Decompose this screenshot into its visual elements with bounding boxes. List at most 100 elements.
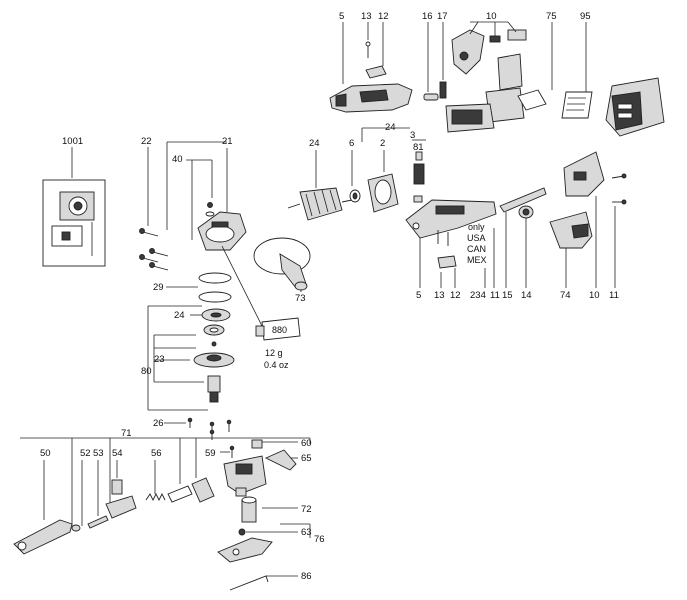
label-5-bot: 5 — [416, 290, 421, 301]
label-16: 16 — [422, 11, 433, 22]
label-73: 73 — [295, 293, 306, 304]
bushing-52 — [71, 524, 81, 532]
label-65: 65 — [301, 453, 312, 464]
label-24-mid: 24 — [385, 122, 396, 133]
guard-73 — [253, 237, 311, 291]
label-23: 23 — [154, 354, 165, 365]
stator-2 — [367, 173, 399, 213]
label-80: 80 — [141, 366, 152, 377]
label-74: 74 — [560, 290, 571, 301]
label-95: 95 — [580, 11, 591, 22]
label-59: 59 — [205, 448, 216, 459]
leader-10-top-c — [507, 21, 517, 33]
grease-oz: 0.4 oz — [264, 360, 289, 370]
label-26: 26 — [153, 418, 164, 429]
label-12-bot: 12 — [450, 290, 461, 301]
lock-lever-50 — [13, 519, 73, 555]
rings-29 — [198, 272, 232, 303]
screw-59 — [229, 445, 235, 458]
label-24-rotor: 24 — [309, 138, 320, 149]
label-86: 86 — [301, 571, 312, 582]
grease-weight: 12 g — [265, 348, 283, 358]
label-3: 3 — [410, 130, 415, 141]
spindle-lock-54 — [105, 479, 137, 519]
label-24-gear: 24 — [174, 310, 185, 321]
label-56: 56 — [151, 448, 162, 459]
label-21: 21 — [222, 136, 233, 147]
slider-71 — [191, 477, 215, 503]
label-54: 54 — [112, 448, 123, 459]
leader-10-top-a — [469, 21, 479, 35]
label-81: 81 — [413, 142, 424, 153]
screws-22 — [139, 228, 169, 271]
pin-71 — [167, 485, 193, 503]
cover-74 — [549, 211, 593, 249]
label-6: 6 — [349, 138, 354, 149]
label-11-right: 11 — [609, 290, 619, 301]
label-15: 15 — [502, 290, 513, 301]
washer-63 — [238, 528, 246, 536]
housing-half-top — [329, 83, 413, 113]
label-234: 234 — [470, 290, 486, 301]
label-53: 53 — [93, 448, 104, 459]
label-29: 29 — [153, 282, 164, 293]
switch-16 — [423, 93, 439, 101]
region-usa: USA — [467, 233, 486, 243]
region-only: only — [468, 222, 485, 232]
lock-housing-71 — [223, 455, 267, 497]
screws-11-right — [611, 173, 627, 205]
label-10-top: 10 — [486, 11, 497, 22]
gear-housing-21 — [197, 202, 247, 251]
label-75: 75 — [546, 11, 557, 22]
grease-box-number: 880 — [272, 325, 287, 335]
bearing-stack-23 — [193, 324, 235, 403]
lever-65 — [264, 449, 297, 471]
switch-assembly-10-top — [445, 29, 527, 133]
label-14: 14 — [521, 290, 532, 301]
label-1001: 1001 — [62, 136, 83, 147]
knob-14 — [518, 205, 534, 219]
label-72: 72 — [301, 504, 312, 515]
strip-15 — [499, 187, 547, 213]
manual-95 — [561, 91, 593, 119]
bearing-6 — [349, 189, 361, 203]
label-60: 60 — [301, 438, 312, 449]
label-22: 22 — [141, 136, 152, 147]
screws-26 — [187, 417, 232, 440]
label-71: 71 — [121, 428, 132, 439]
label-12-top: 12 — [378, 11, 389, 22]
label-11-mid: 11 — [490, 290, 500, 301]
label-40: 40 — [172, 154, 183, 165]
bevel-gear-24 — [201, 308, 231, 322]
screw-13-top — [365, 41, 371, 58]
region-mex: MEX — [467, 255, 487, 265]
inset-1001 — [42, 179, 106, 267]
label-5-top: 5 — [339, 11, 344, 22]
plate-12-top — [365, 65, 387, 79]
label-76: 76 — [314, 534, 325, 545]
label-52: 52 — [80, 448, 91, 459]
label-2: 2 — [380, 138, 385, 149]
cap-60 — [251, 439, 263, 449]
label-50: 50 — [40, 448, 51, 459]
grease-tube — [255, 317, 301, 341]
label-63: 63 — [301, 527, 312, 538]
rotor-24 — [287, 187, 353, 221]
base-plate-76 — [217, 537, 273, 563]
label-17: 17 — [437, 11, 448, 22]
hex-key-86 — [229, 575, 269, 591]
label-13-bot: 13 — [434, 290, 445, 301]
spring-17 — [439, 81, 447, 99]
pin-53 — [87, 515, 109, 529]
label-13-top: 13 — [361, 11, 372, 22]
region-can: CAN — [467, 244, 486, 254]
spring-56 — [145, 492, 166, 502]
sleeve-72 — [241, 496, 257, 523]
label-10-bot: 10 — [589, 290, 600, 301]
leader-grease — [221, 245, 265, 331]
rear-cap-10 — [563, 151, 605, 197]
plate-12-bottom — [437, 255, 457, 269]
label-plate-75 — [517, 89, 547, 111]
screws-234 — [437, 230, 449, 246]
